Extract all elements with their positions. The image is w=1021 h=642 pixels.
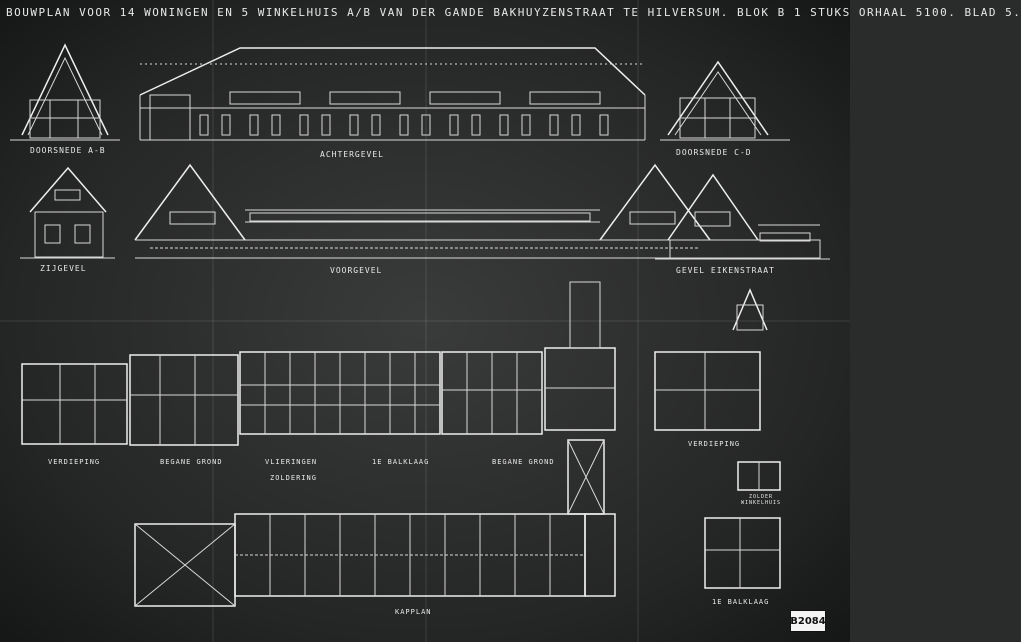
label-doorsnede-ab: Doorsnede A-B (30, 146, 106, 155)
label-doorsnede-cd: Doorsnede C-D (676, 148, 752, 157)
archive-number-stamp: B2084 (790, 610, 826, 632)
label-zoldering: Zoldering (270, 474, 317, 482)
label-kapplan: Kapplan (395, 608, 432, 616)
floor-plans-drawing (21, 281, 768, 446)
fold-line (425, 0, 427, 642)
label-begane-grond-left: Begane grond (160, 458, 223, 466)
section-ab-drawing (10, 43, 120, 141)
fold-line (212, 0, 214, 642)
section-cd-drawing (660, 60, 790, 141)
label-verdieping-left: Verdieping (48, 458, 101, 466)
sheet-title: Bouwplan voor 14 woningen en 5 winkelhui… (6, 6, 1021, 19)
rear-elevation-drawing (139, 47, 646, 141)
label-begane-grond-right: Begane grond (492, 458, 555, 466)
label-achtergevel: Achtergevel (320, 150, 384, 159)
label-balklaag-1: 1e Balklaag (372, 458, 430, 466)
front-elevation-drawing (134, 163, 711, 259)
label-zijgevel: Zijgevel (40, 264, 87, 273)
label-gevel-eikenstraat: Gevel Eikenstraat (676, 266, 775, 275)
eikenstraat-elevation-drawing (655, 173, 830, 260)
roof-plan-drawing (134, 439, 616, 607)
side-elevation-drawing (20, 166, 115, 259)
label-vlieringen: Vlieringen (265, 458, 318, 466)
label-balklaag-bottom: 1e Balklaag (712, 598, 770, 606)
label-zolder-winkelhuis: Zolder winkelhuis (740, 494, 782, 506)
architectural-drawings (10, 43, 830, 607)
label-voorgevel: Voorgevel (330, 266, 383, 275)
label-verdieping-right: Verdieping (688, 440, 741, 448)
fold-line (0, 320, 850, 322)
fold-line (637, 0, 639, 642)
small-plans-drawing (704, 461, 781, 589)
